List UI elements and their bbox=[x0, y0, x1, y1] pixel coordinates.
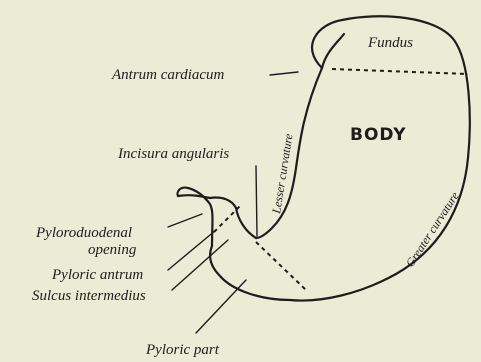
pyloric-boundary-dashed bbox=[256, 242, 306, 290]
label-pyloroduodenal: Pyloroduodenal bbox=[35, 225, 132, 241]
leader-antrum-cardiacum bbox=[270, 72, 298, 75]
label-lesser-curvature: Lesser curvature bbox=[269, 132, 296, 215]
leader-incisura-angularis bbox=[256, 166, 257, 236]
label-body: BODY bbox=[350, 125, 407, 145]
fundus-boundary-dashed bbox=[332, 69, 468, 74]
stomach-outer-outline bbox=[210, 16, 470, 300]
label-pyloric-antrum: Pyloric antrum bbox=[51, 267, 143, 283]
label-greater-curvature: Greater curvature bbox=[403, 189, 462, 270]
pyloric-canal bbox=[178, 195, 256, 238]
cardiac-notch bbox=[322, 34, 344, 68]
label-fundus: Fundus bbox=[367, 35, 413, 51]
label-incisura-angularis: Incisura angularis bbox=[117, 146, 229, 162]
label-pyloric-part: Pyloric part bbox=[145, 342, 220, 358]
label-pyloroduodenal-opening: opening bbox=[88, 242, 137, 258]
leader-sulcus-intermedius bbox=[172, 240, 228, 290]
leader-pyloroduodenal bbox=[168, 214, 202, 227]
label-sulcus-intermedius: Sulcus intermedius bbox=[32, 288, 146, 304]
leader-pyloric-part bbox=[196, 280, 246, 333]
label-antrum-cardiacum: Antrum cardiacum bbox=[111, 67, 225, 83]
leader-pyloric-antrum bbox=[168, 230, 216, 270]
